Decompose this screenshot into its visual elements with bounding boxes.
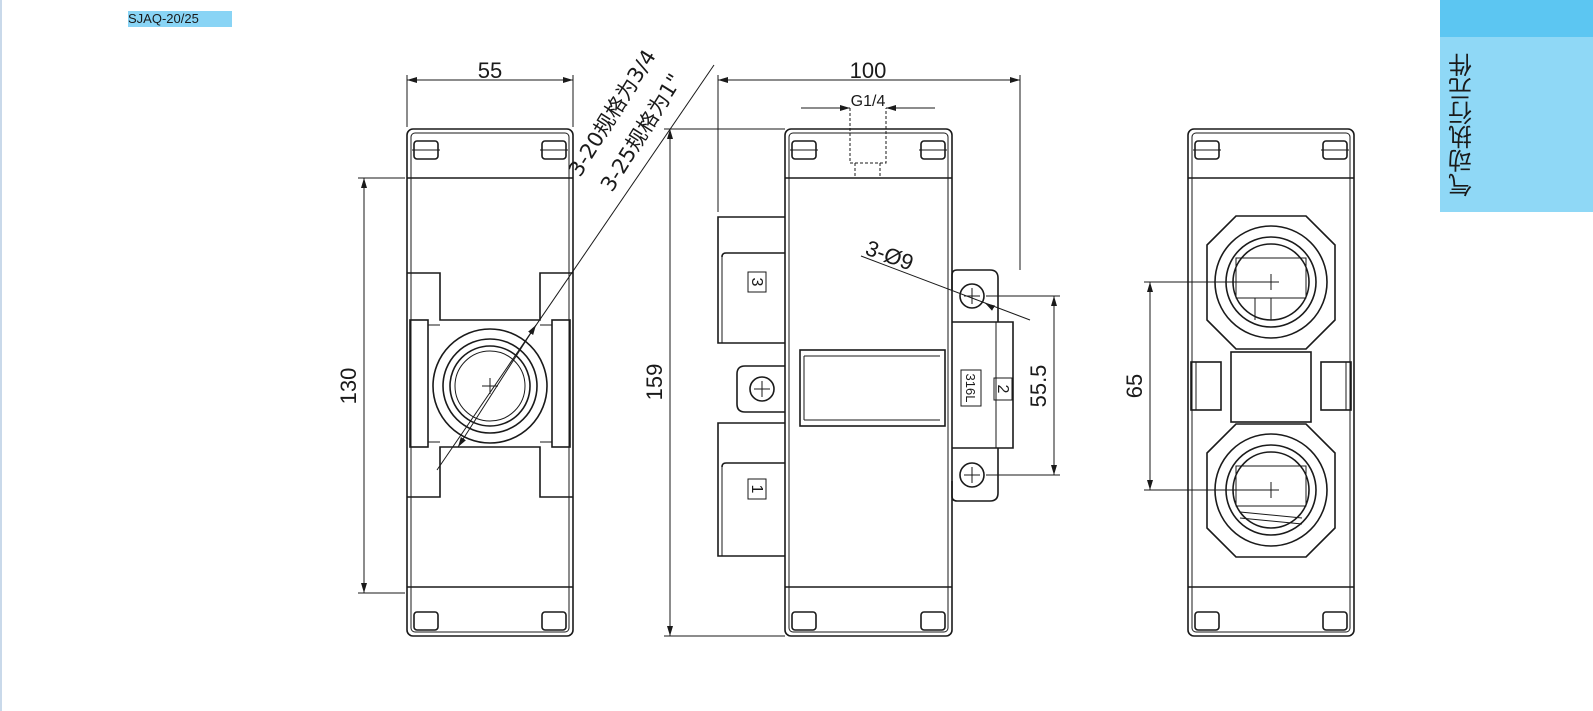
svg-text:3: 3 [748,278,765,287]
left-view: 55 130 3-20规格为3/4 3-25规格为1" [336,45,715,637]
dim-left-width: 55 [478,58,502,83]
mid-body-outline [784,128,953,637]
dim-port-spacing: 55.5 [1026,365,1051,408]
corner-cap [791,611,817,631]
dim-left-height: 130 [336,368,361,405]
holes-label: 3-Ø9 [862,235,917,275]
svg-text:1: 1 [748,485,765,494]
corner-cap [541,611,567,631]
corner-cap [1194,611,1220,631]
corner-cap [920,611,946,631]
dim-mid-width: 100 [850,58,887,83]
left-border-rule [0,0,2,711]
corner-cap [413,611,439,631]
mount-hole [959,283,985,309]
side-tab-top-band [1440,0,1593,37]
dim-right-spacing: 65 [1122,374,1147,398]
right-view: 65 [1122,128,1355,637]
left-body-outline [406,128,574,637]
middle-view: G1/4 3 1 2 316L [642,58,1060,637]
leader-line [436,64,715,471]
material-mark: 316L [963,374,978,403]
port-2-marker [993,377,1013,401]
model-label: SJAQ-20/25 [128,11,232,27]
thread-label: G1/4 [851,93,886,110]
side-tab[interactable] [1440,37,1593,212]
corner-cap [1322,611,1348,631]
port-3-marker [747,271,767,293]
port-1-marker [747,478,767,500]
mount-hole [959,462,985,488]
dim-mid-height: 159 [642,364,667,401]
mount-hole [749,376,775,402]
svg-text:2: 2 [994,385,1011,394]
right-body-outline [1187,128,1355,637]
